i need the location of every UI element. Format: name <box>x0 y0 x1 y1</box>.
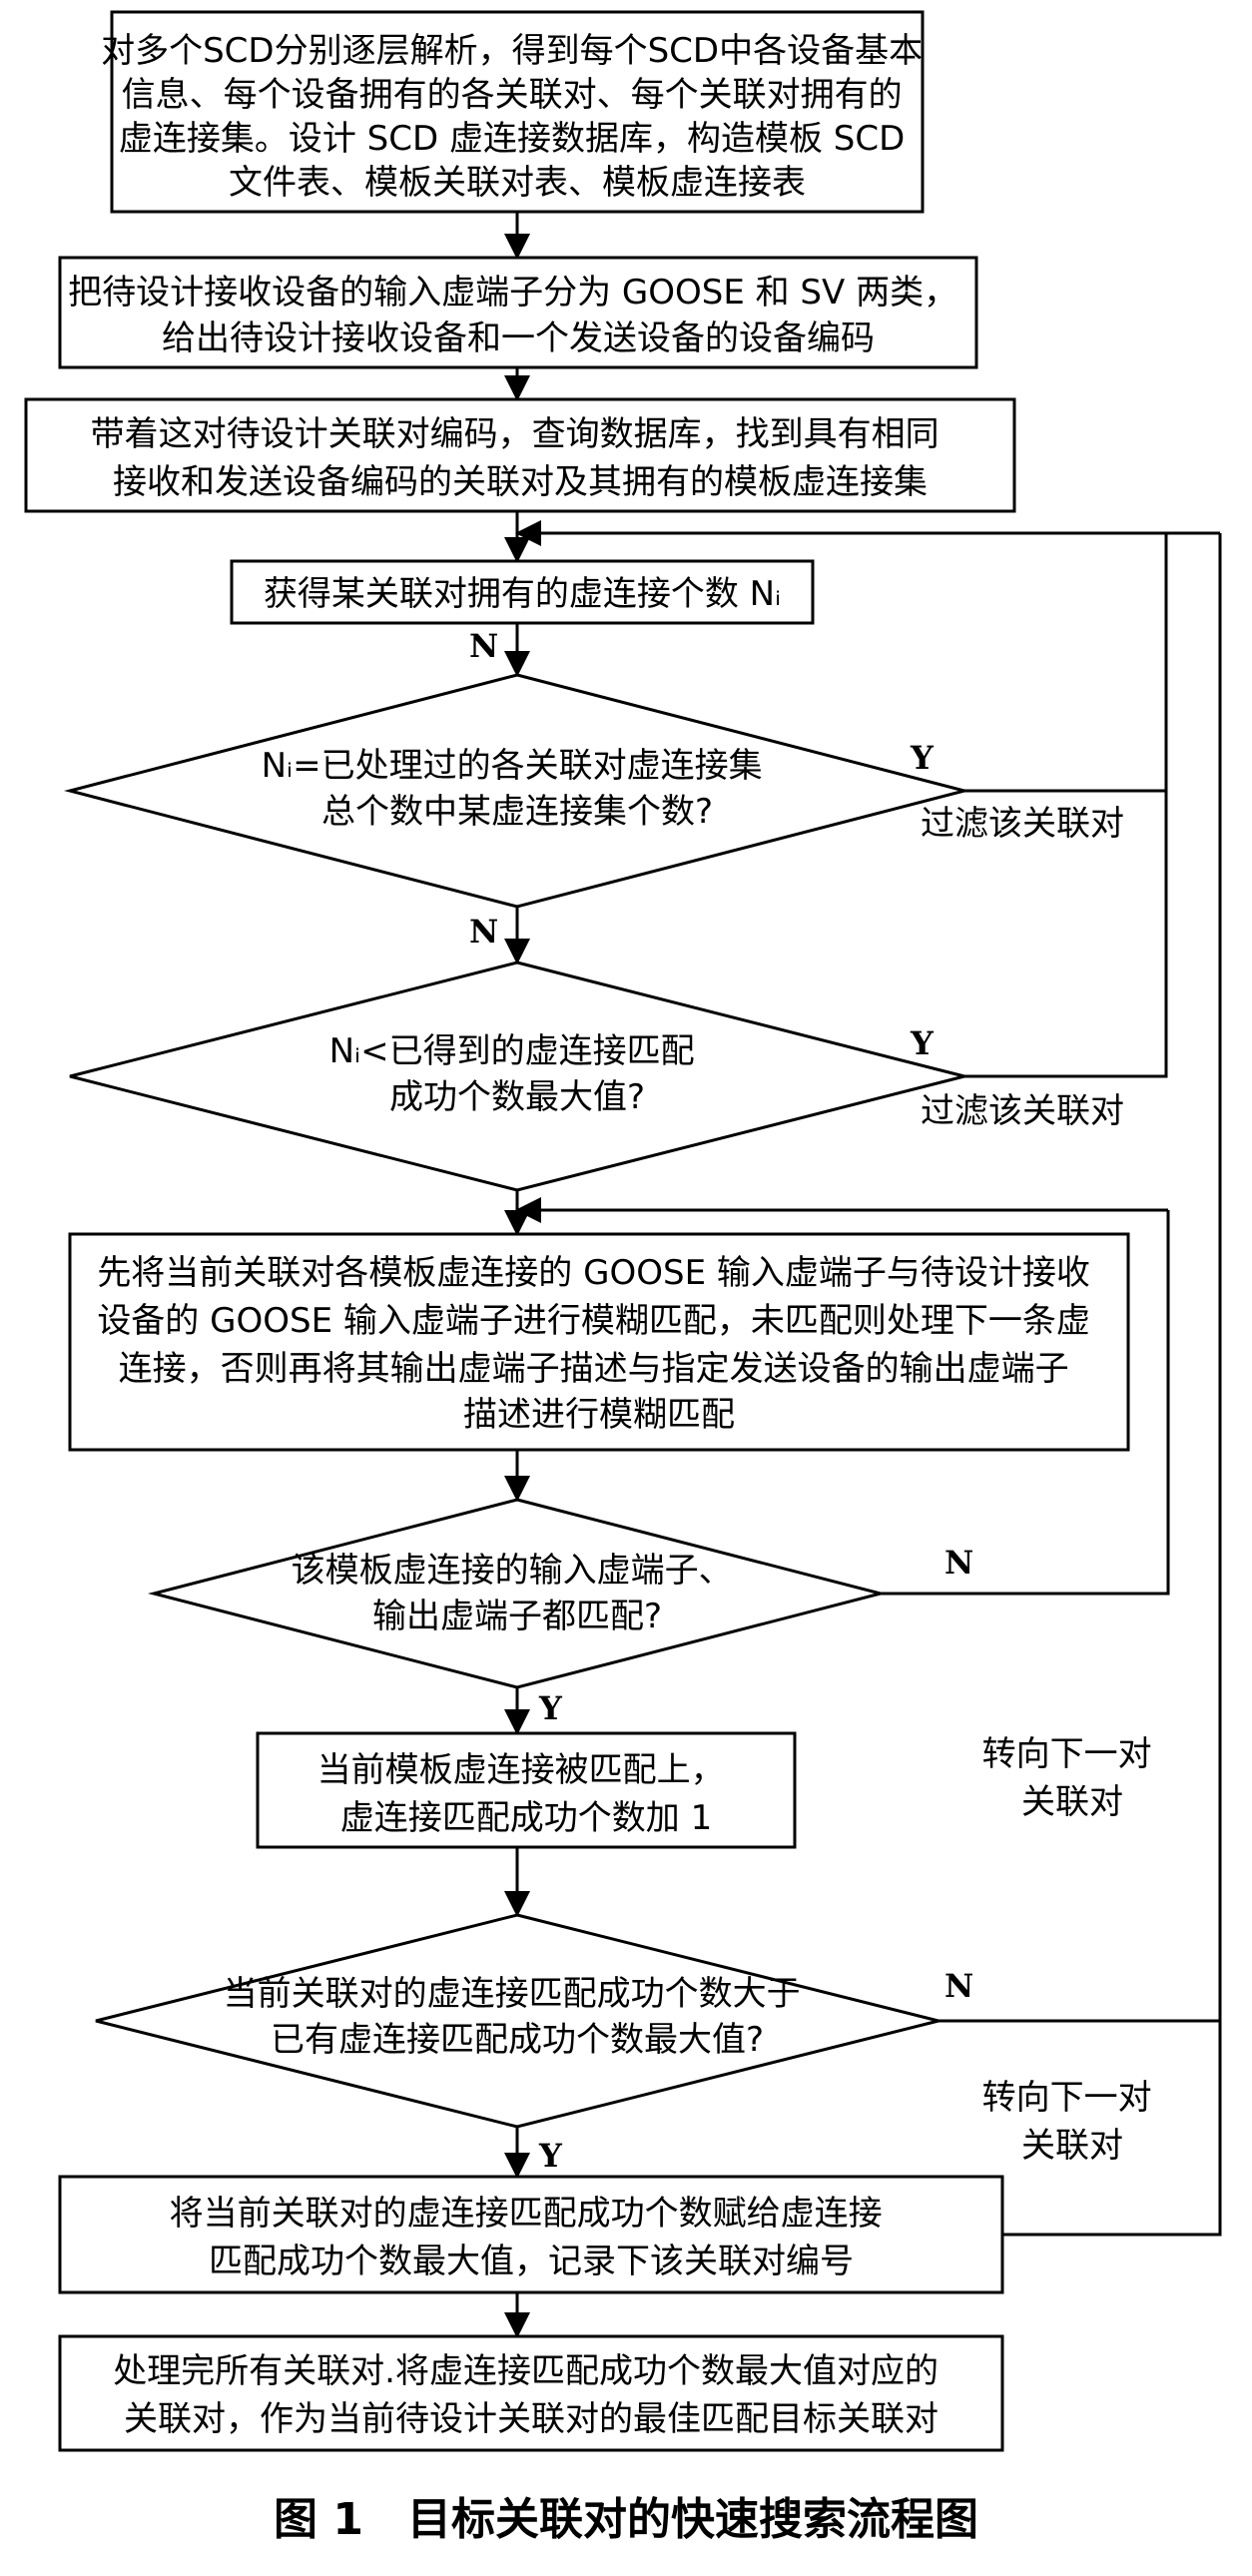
decision-diamond-less-than-max <box>69 961 965 1192</box>
figure-caption: 图 1 目标关联对的快速搜索流程图 <box>274 2494 978 2545</box>
label-filter-2: 过滤该关联对 <box>921 1091 1124 1131</box>
process-box-get-count <box>230 559 815 625</box>
feedback-outer-loop <box>1002 533 1222 2237</box>
box-final-result-text: 处理完所有关联对.将虚连接匹配成功个数最大值对应的 关联对，作为当前待设计关联对… <box>113 2351 949 2439</box>
box-fuzzy-match-text: 先将当前关联对各模板虚连接的 GOOSE 输入虚端子与待设计接收 设备的 GOO… <box>97 1253 1100 1435</box>
feedback-d1-yes <box>964 533 1168 793</box>
label-n-4: N <box>944 1967 973 2005</box>
box-parse-scd-text: 对多个SCD分别逐层解析，得到每个SCD中各设备基本 信息、每个设备拥有的各关联… <box>101 31 934 203</box>
process-box-fuzzy-match <box>68 1232 1130 1452</box>
decision-equal-count-text: Nᵢ=已处理过的各关联对虚连接集 总个数中某虚连接集个数? <box>262 746 774 832</box>
label-y-4: Y <box>538 2137 563 2175</box>
label-next-pair-2: 转向下一对 关联对 <box>982 2078 1163 2166</box>
decision-less-than-max-text: Nᵢ<已得到的虚连接匹配 成功个数最大值? <box>329 1031 706 1117</box>
decision-diamond-equal-count <box>64 673 970 909</box>
label-next-pair-1: 转向下一对 关联对 <box>982 1734 1163 1822</box>
box-classify-inputs-text: 把待设计接收设备的输入虚端子分为 GOOSE 和 SV 两类， 给出待设计接收设… <box>68 273 968 358</box>
box-record-max-text: 将当前关联对的虚连接匹配成功个数赋给虚连接 匹配成功个数最大值，记录下该关联对编… <box>170 2194 894 2281</box>
decision-diamond-both-match <box>148 1498 887 1689</box>
label-y-3: Y <box>538 1689 563 1727</box>
box-increment-text: 当前模板虚连接被匹配上， 虚连接匹配成功个数加 1 <box>317 1750 736 1838</box>
feedback-d2-yes <box>964 791 1168 1078</box>
process-box-increment <box>256 1731 797 1849</box>
process-box-final-result <box>58 2334 1004 2452</box>
process-box-query-database <box>24 397 1016 513</box>
label-n-1: N <box>469 627 498 665</box>
label-filter-1: 过滤该关联对 <box>921 804 1124 844</box>
label-y-1: Y <box>910 739 935 777</box>
box-query-database-text: 带着这对待设计关联对编码，查询数据库，找到具有相同 接收和发送设备编码的关联对及… <box>91 414 950 502</box>
decision-greater-than-max-text: 当前关联对的虚连接匹配成功个数大于 已有虚连接匹配成功个数最大值? <box>224 1974 812 2060</box>
box-get-count-text: 获得某关联对拥有的虚连接个数 Nᵢ <box>264 574 781 614</box>
label-n-3: N <box>944 1544 973 1582</box>
process-box-record-max <box>58 2175 1004 2294</box>
decision-both-match-text: 该模板虚连接的输入虚端子、 输出虚端子都匹配? <box>292 1551 744 1636</box>
process-box-parse-scd <box>110 10 925 214</box>
feedback-d3-no <box>881 1210 1170 1596</box>
label-n-2: N <box>469 913 498 951</box>
label-y-2: Y <box>910 1024 935 1062</box>
